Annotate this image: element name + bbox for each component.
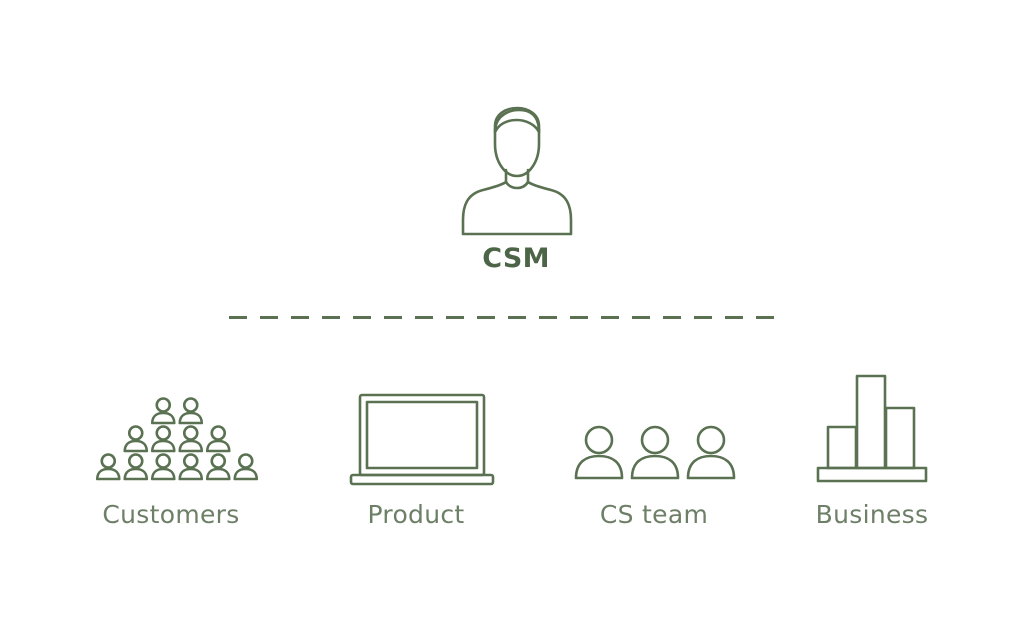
crowd-person [95,453,121,481]
cs-team-label: CS team [599,500,709,529]
customers-label: Customers [102,500,240,529]
person-icon [455,96,579,238]
product-label: Product [367,500,465,529]
crowd-person [178,453,204,481]
team-icon [572,424,740,482]
laptop-icon [349,393,497,487]
crowd-icon [95,395,259,487]
crowd-person [233,453,259,481]
crowd-person [150,397,176,425]
bar-chart-icon [816,373,930,485]
crowd-person [205,453,231,481]
csm-label: CSM [482,243,550,274]
crowd-person [178,397,204,425]
dashed-divider [229,316,787,319]
crowd-person [123,453,149,481]
crowd-person [178,425,204,453]
crowd-person [150,425,176,453]
crowd-person [150,453,176,481]
business-label: Business [815,500,929,529]
crowd-person [205,425,231,453]
crowd-person [123,425,149,453]
